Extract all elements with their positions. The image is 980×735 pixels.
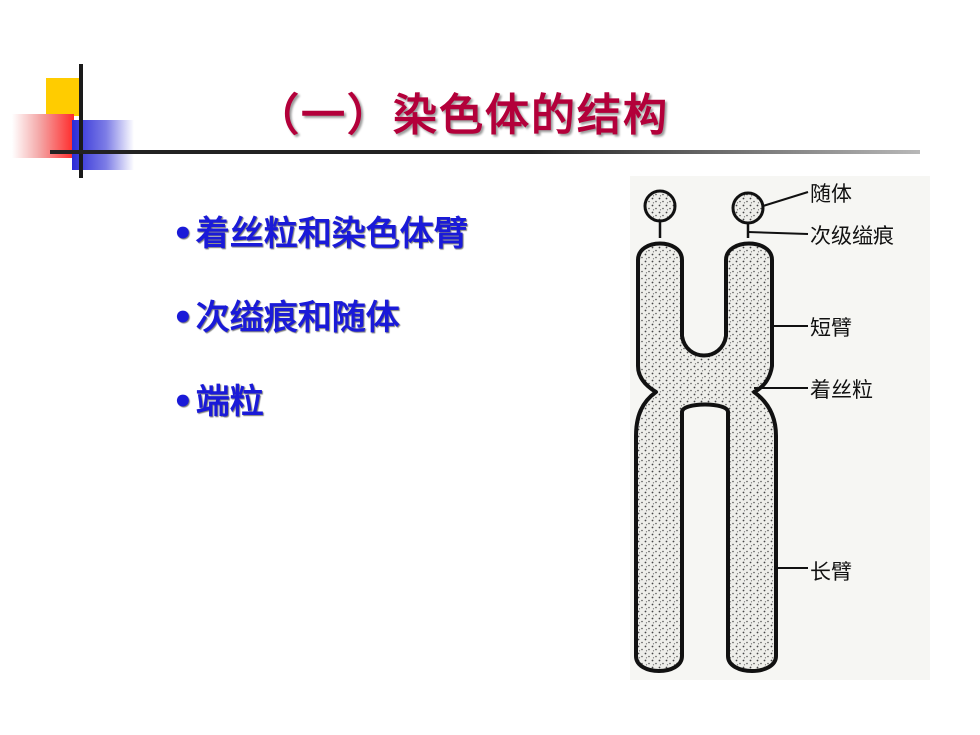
satellite-right	[731, 191, 765, 225]
label-secondary-constriction: 次级缢痕	[810, 224, 894, 248]
slide-title: （一）染色体的结构	[255, 90, 669, 141]
bullet-text: 着丝粒和染色体臂	[195, 214, 468, 254]
bullet-dot: •	[172, 214, 194, 254]
decor-vertical-line	[79, 64, 83, 178]
bullet-dot: •	[172, 298, 194, 338]
bullet-dot: •	[172, 382, 194, 422]
satellite-left	[643, 189, 677, 223]
label-short-arm: 短臂	[810, 316, 852, 340]
bullet-text: 端粒	[195, 382, 264, 422]
bullet-list: •着丝粒和染色体臂 •次缢痕和随体 •端粒	[172, 206, 468, 458]
bullet-item: •次缢痕和随体	[172, 290, 468, 374]
title-underline	[50, 150, 920, 154]
label-satellite: 随体	[810, 182, 852, 206]
chromosome-diagram: 随体 次级缢痕 短臂 着丝粒 长臂	[630, 176, 930, 680]
bullet-item: •着丝粒和染色体臂	[172, 206, 468, 290]
bullet-text: 次缢痕和随体	[195, 298, 400, 338]
label-long-arm: 长臂	[810, 560, 852, 584]
chromosome-body	[634, 241, 778, 673]
chromosome-drawing	[634, 189, 809, 673]
label-centromere: 着丝粒	[810, 378, 873, 402]
decor-yellow-square	[46, 78, 82, 116]
bullet-item: •端粒	[172, 374, 468, 458]
